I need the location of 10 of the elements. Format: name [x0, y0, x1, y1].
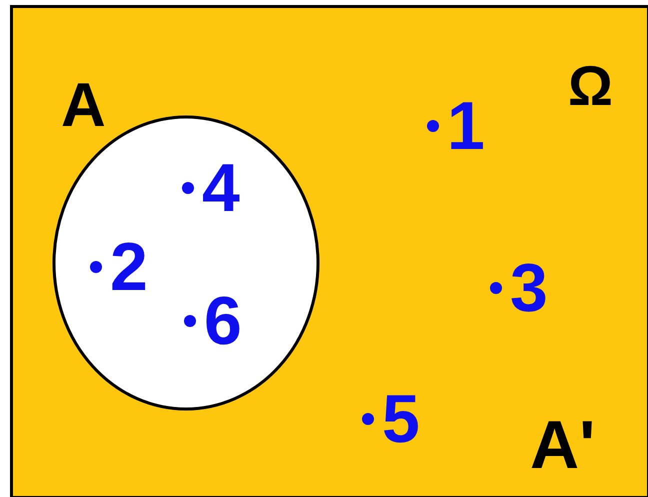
element-number: 6: [204, 287, 242, 355]
complement-label: A': [530, 411, 596, 479]
element-number: 3: [510, 254, 548, 322]
element-number: 2: [110, 233, 148, 301]
element-number: 1: [447, 92, 485, 160]
universal-set-label: Ω: [568, 58, 613, 114]
element-number: 4: [202, 154, 240, 222]
element-number: 5: [382, 385, 420, 453]
set-label: A: [61, 75, 106, 137]
universal-set-rectangle: [10, 5, 648, 497]
